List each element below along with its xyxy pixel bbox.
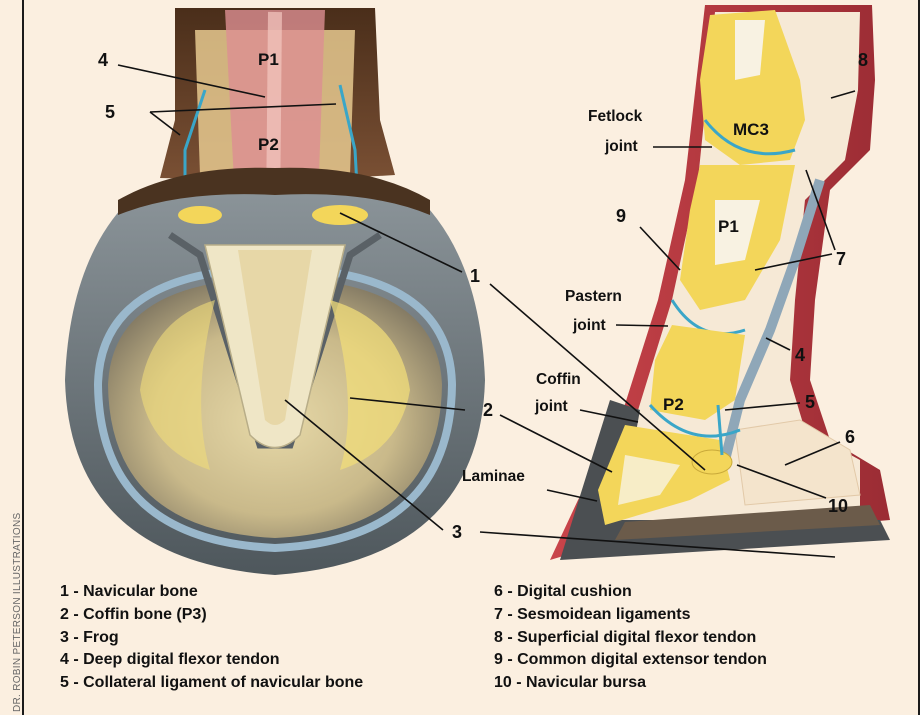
legend-left: 1 - Navicular bone 2 - Coffin bone (P3) …: [60, 581, 363, 695]
callout-8: 8: [858, 50, 868, 70]
label-p1-side: P1: [718, 217, 739, 236]
label-coffin-line2: joint: [534, 398, 568, 415]
callout-1: 1: [470, 266, 480, 286]
label-laminae: Laminae: [462, 468, 525, 485]
callout-4-left: 4: [98, 50, 108, 70]
label-coffin-line1: Coffin: [536, 371, 581, 388]
callout-5-right: 5: [805, 392, 815, 412]
label-pastern-line2: joint: [572, 317, 606, 334]
callout-9: 9: [616, 206, 626, 226]
label-p2-front: P2: [258, 135, 279, 154]
hoof-side-view: [550, 5, 890, 560]
legend-item-7: 7 - Sesmoidean ligaments: [494, 604, 767, 627]
callout-6: 6: [845, 427, 855, 447]
hoof-front-view: [65, 8, 485, 575]
navicular-bone-front-left: [178, 206, 222, 224]
label-p1-front: P1: [258, 50, 279, 69]
label-mc3: MC3: [733, 120, 769, 139]
label-pastern-line1: Pastern: [565, 288, 622, 305]
legend-item-4: 4 - Deep digital flexor tendon: [60, 649, 363, 672]
callout-3: 3: [452, 522, 462, 542]
callout-10: 10: [828, 496, 848, 516]
legend-item-10: 10 - Navicular bursa: [494, 672, 767, 695]
legend-item-6: 6 - Digital cushion: [494, 581, 767, 604]
label-p2-side: P2: [663, 395, 684, 414]
label-fetlock-line1: Fetlock: [588, 108, 643, 125]
legend-item-8: 8 - Superficial digital flexor tendon: [494, 627, 767, 650]
digital-cushion: [735, 420, 860, 505]
legend-item-2: 2 - Coffin bone (P3): [60, 604, 363, 627]
callout-2: 2: [483, 400, 493, 420]
callout-7: 7: [836, 249, 846, 269]
navicular-bone-side: [692, 450, 732, 474]
legend-right: 6 - Digital cushion 7 - Sesmoidean ligam…: [494, 581, 767, 695]
legend-item-5: 5 - Collateral ligament of navicular bon…: [60, 672, 363, 695]
label-fetlock-line2: joint: [604, 138, 638, 155]
legend-item-1: 1 - Navicular bone: [60, 581, 363, 604]
callout-4-right: 4: [795, 345, 805, 365]
legend-item-3: 3 - Frog: [60, 627, 363, 650]
callout-5-left: 5: [105, 102, 115, 122]
legend-item-9: 9 - Common digital extensor tendon: [494, 649, 767, 672]
